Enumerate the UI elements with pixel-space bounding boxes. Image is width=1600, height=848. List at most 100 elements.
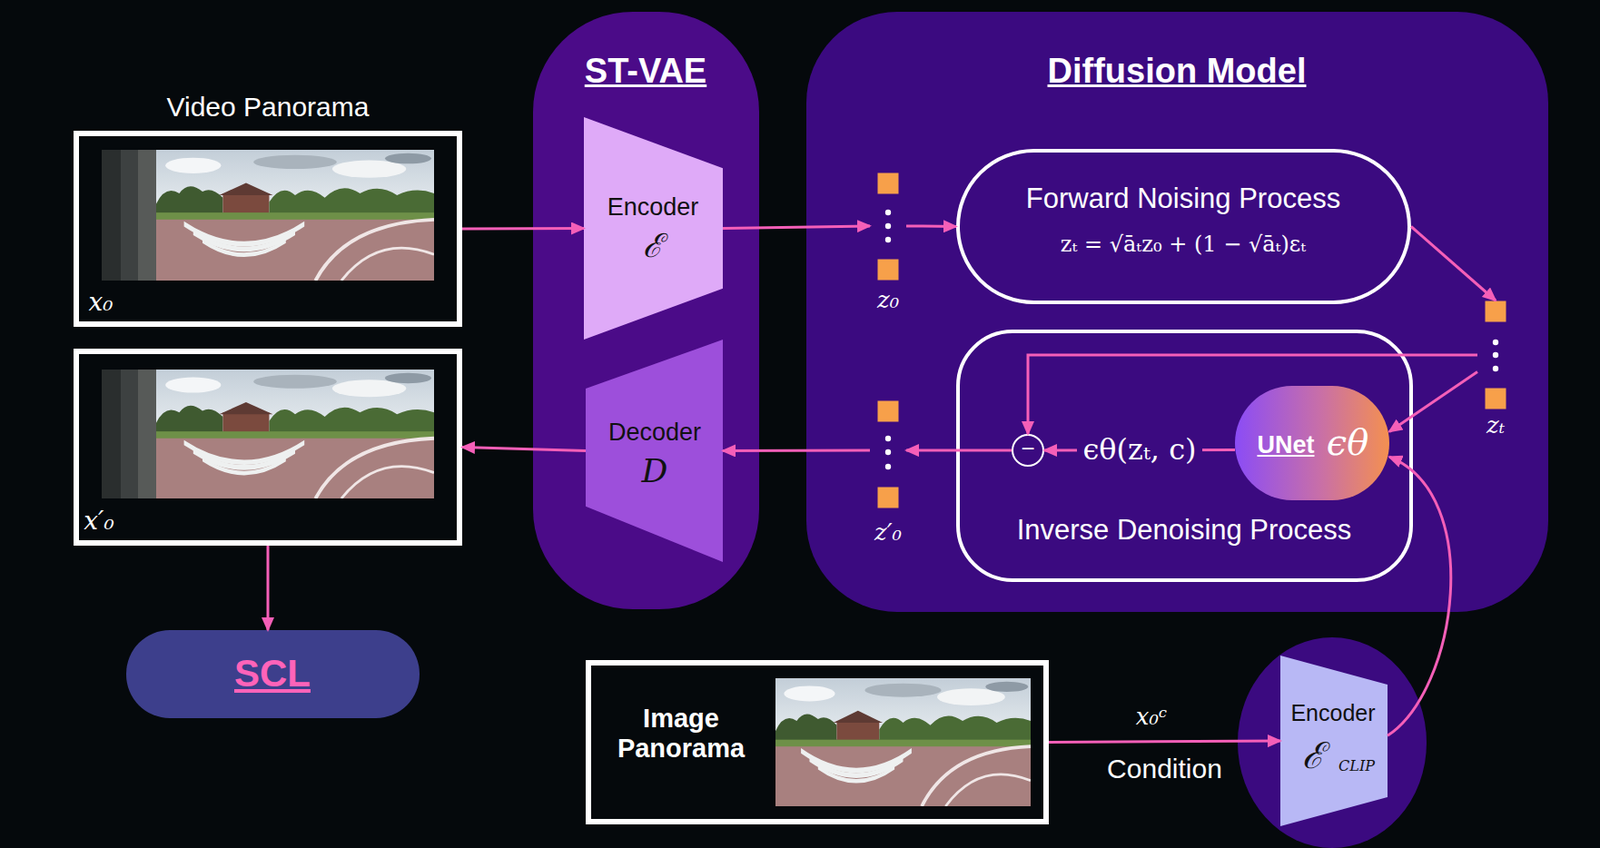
frame-strip bbox=[101, 369, 435, 499]
text-holder: ℰ bbox=[1302, 734, 1324, 777]
panorama-picture bbox=[775, 678, 1031, 807]
text-holder: Diffusion Model bbox=[1047, 51, 1307, 92]
node-text: UNet bbox=[1256, 431, 1314, 460]
text-holder: x₀ᶜ bbox=[1135, 703, 1167, 731]
text-holder: Video Panorama bbox=[167, 91, 370, 124]
node-text: Diffusion Model bbox=[1047, 51, 1307, 92]
video-frame-box: x′₀ bbox=[73, 348, 463, 546]
node-text: z₀ bbox=[877, 286, 899, 315]
text-holder: Forward Noising Process bbox=[1026, 182, 1341, 216]
node-text: D bbox=[641, 452, 669, 490]
text-holder: Decoder bbox=[608, 418, 702, 447]
shape-outline bbox=[1280, 655, 1388, 827]
latent-dot bbox=[885, 449, 891, 455]
node-text: ℰ bbox=[1302, 734, 1324, 777]
latent-stack: zₜ bbox=[1477, 300, 1514, 441]
text-holder: CLIP bbox=[1338, 758, 1375, 775]
condition-box: Image Panorama bbox=[585, 660, 1049, 825]
frame-strip bbox=[138, 369, 435, 499]
video-frame-box: Video Panoramax₀ bbox=[73, 130, 463, 327]
shape-outline bbox=[585, 339, 723, 563]
text-holder: − bbox=[1020, 435, 1035, 464]
text-holder: D bbox=[641, 452, 669, 490]
text-holder: UNet bbox=[1256, 431, 1314, 460]
text-holder: ST-VAE bbox=[584, 51, 707, 92]
video-frames bbox=[101, 149, 435, 281]
latent-stack: z′₀ bbox=[869, 400, 907, 548]
node-text: zₜ bbox=[1486, 412, 1505, 440]
node-text: Decoder bbox=[608, 418, 702, 447]
text-holder: x₀ bbox=[88, 287, 113, 317]
loss-pill: SCL bbox=[126, 630, 420, 719]
node-text: CLIP bbox=[1338, 758, 1375, 775]
text-holder: Encoder bbox=[607, 193, 700, 222]
trapezoid-shape bbox=[583, 117, 723, 340]
latent-square bbox=[878, 259, 899, 281]
frame-strip bbox=[120, 369, 435, 499]
node-text: Image Panorama bbox=[599, 703, 763, 765]
latent-dot bbox=[885, 223, 891, 229]
text-holder: ϵθ(zₜ, c) bbox=[1076, 433, 1202, 467]
latent-square bbox=[1485, 388, 1507, 410]
connector-arrow bbox=[722, 449, 870, 453]
decoder-trapezoid: DecoderD bbox=[585, 339, 723, 563]
panorama-picture bbox=[156, 149, 435, 281]
connector-arrow bbox=[906, 224, 957, 228]
edge-label: ϵθ(zₜ, c) bbox=[1076, 433, 1202, 467]
latent-dot bbox=[885, 435, 891, 442]
text-holder: ϵθ bbox=[1326, 421, 1369, 464]
edge-label: Condition bbox=[1101, 753, 1228, 786]
connector-arrow bbox=[266, 545, 270, 631]
text-holder: ℰ bbox=[642, 227, 663, 265]
text-holder: x′₀ bbox=[83, 506, 114, 536]
node-text: ϵθ bbox=[1326, 421, 1369, 464]
node-text: zₜ = √āₜz₀ + (1 − √āₜ)εₜ bbox=[1060, 232, 1306, 258]
clip-encoder: Encoderℰ CLIP bbox=[1280, 655, 1388, 827]
node-text: SCL bbox=[234, 651, 311, 696]
latent-square bbox=[878, 173, 899, 195]
text-holder: Inverse Denoising Process bbox=[1017, 513, 1353, 547]
trapezoid-shape bbox=[585, 339, 723, 563]
latent-dot bbox=[1492, 352, 1499, 358]
connector-arrow bbox=[462, 227, 584, 231]
node-text: − bbox=[1020, 435, 1035, 464]
frame-strip bbox=[138, 149, 435, 281]
node-text: Encoder bbox=[607, 193, 700, 222]
connector-arrow bbox=[906, 449, 1012, 453]
frame-strip bbox=[101, 149, 435, 281]
latent-dot bbox=[1492, 365, 1499, 372]
text-holder: Image Panorama bbox=[599, 703, 763, 765]
encoder-trapezoid: Encoderℰ bbox=[583, 117, 723, 340]
text-holder: zₜ = √āₜz₀ + (1 − √āₜ)εₜ bbox=[1060, 232, 1306, 258]
condition-symbol: x₀ᶜ bbox=[1135, 703, 1167, 731]
encoder-backdrop bbox=[1237, 637, 1427, 848]
frame-strip bbox=[120, 149, 435, 281]
text-holder: z′₀ bbox=[874, 519, 902, 547]
node-text: ST-VAE bbox=[584, 51, 707, 92]
latent-square bbox=[878, 401, 899, 423]
latent-dot bbox=[1492, 339, 1499, 346]
node-text: Encoder bbox=[1290, 700, 1375, 727]
text-holder: Encoder bbox=[1290, 700, 1375, 727]
latent-dot bbox=[885, 464, 891, 470]
minus-circle: − bbox=[1011, 434, 1045, 467]
latent-dot bbox=[885, 209, 891, 216]
text-holder: SCL bbox=[234, 651, 311, 696]
video-frames bbox=[101, 369, 435, 499]
diffusion-panel: Diffusion Model z₀ Forward Noising Process… bbox=[806, 11, 1549, 613]
text-holder: zₜ bbox=[1486, 412, 1505, 440]
st-vae-panel: ST-VAEEncoderℰDecoderD bbox=[533, 11, 760, 610]
latent-stack: z₀ bbox=[869, 172, 907, 314]
trapezoid-shape bbox=[1280, 655, 1388, 827]
latent-dot bbox=[885, 237, 891, 243]
text-holder: z₀ bbox=[877, 286, 899, 315]
latent-square bbox=[1485, 301, 1507, 323]
node-text: ℰ bbox=[642, 227, 663, 265]
node-text: Forward Noising Process bbox=[1026, 182, 1341, 216]
connector-arrow bbox=[1048, 740, 1281, 743]
latent-square bbox=[878, 487, 899, 509]
process-pill: Forward Noising Process zₜ = √āₜz₀ + (1 −… bbox=[956, 148, 1412, 305]
unet-block: UNetϵθ bbox=[1234, 385, 1390, 501]
node-text: x₀ bbox=[88, 287, 113, 317]
